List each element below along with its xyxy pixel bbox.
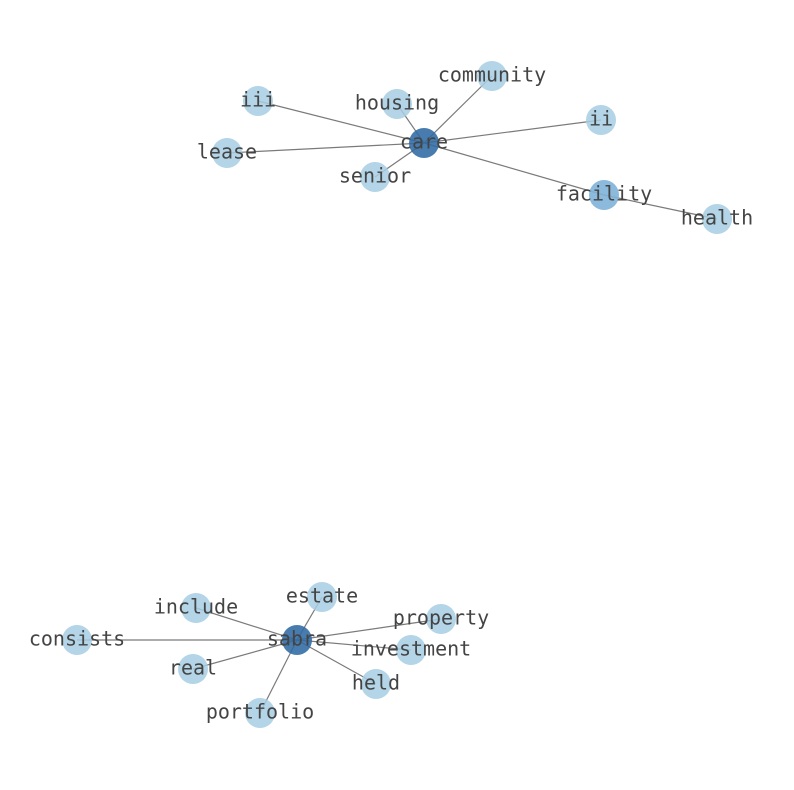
node-consists: [62, 625, 92, 655]
node-label-held: held: [352, 671, 400, 695]
node-label-facility: facility: [556, 182, 652, 206]
node-care: [409, 128, 439, 158]
node-label-care: care: [400, 130, 448, 154]
node-held: [361, 669, 391, 699]
node-label-community: community: [438, 63, 546, 87]
node-label-sabra: sabra: [267, 627, 327, 651]
node-housing: [382, 89, 412, 119]
edge-care-ii: [423, 119, 602, 144]
node-label-ii: ii: [589, 107, 613, 131]
edge-care-iii: [257, 100, 425, 144]
node-estate: [307, 582, 337, 612]
node-sabra: [282, 625, 312, 655]
node-portfolio: [245, 698, 275, 728]
node-label-consists: consists: [29, 627, 125, 651]
edge-sabra-real: [192, 639, 298, 670]
edge-sabra-investment: [296, 639, 412, 651]
node-include: [181, 593, 211, 623]
label-layer: care iii housing community ii lease senior faci…: [29, 63, 753, 724]
node-label-iii: iii: [240, 88, 276, 112]
node-investment: [396, 635, 426, 665]
node-community: [477, 61, 507, 91]
node-label-property: property: [393, 606, 489, 630]
node-health: [702, 204, 732, 234]
edge-care-community: [423, 75, 493, 144]
node-label-housing: housing: [355, 91, 439, 115]
node-facility: [589, 180, 619, 210]
node-iii: [243, 86, 273, 116]
node-label-real: real: [169, 656, 217, 680]
node-label-estate: estate: [286, 584, 358, 608]
edge-care-lease: [226, 142, 425, 154]
node-label-senior: senior: [339, 164, 411, 188]
node-senior: [360, 162, 390, 192]
edge-sabra-held: [296, 639, 377, 685]
node-layer: [62, 61, 732, 728]
edge-care-facility: [423, 142, 605, 196]
node-real: [178, 654, 208, 684]
node-label-portfolio: portfolio: [206, 700, 314, 724]
node-label-health: health: [681, 206, 753, 230]
node-lease: [212, 138, 242, 168]
node-property: [426, 604, 456, 634]
edge-sabra-include: [195, 607, 298, 641]
node-ii: [586, 105, 616, 135]
node-label-investment: investment: [351, 637, 471, 661]
edge-facility-health: [603, 194, 718, 220]
node-label-lease: lease: [197, 140, 257, 164]
edge-sabra-property: [296, 618, 442, 641]
node-label-include: include: [154, 595, 238, 619]
